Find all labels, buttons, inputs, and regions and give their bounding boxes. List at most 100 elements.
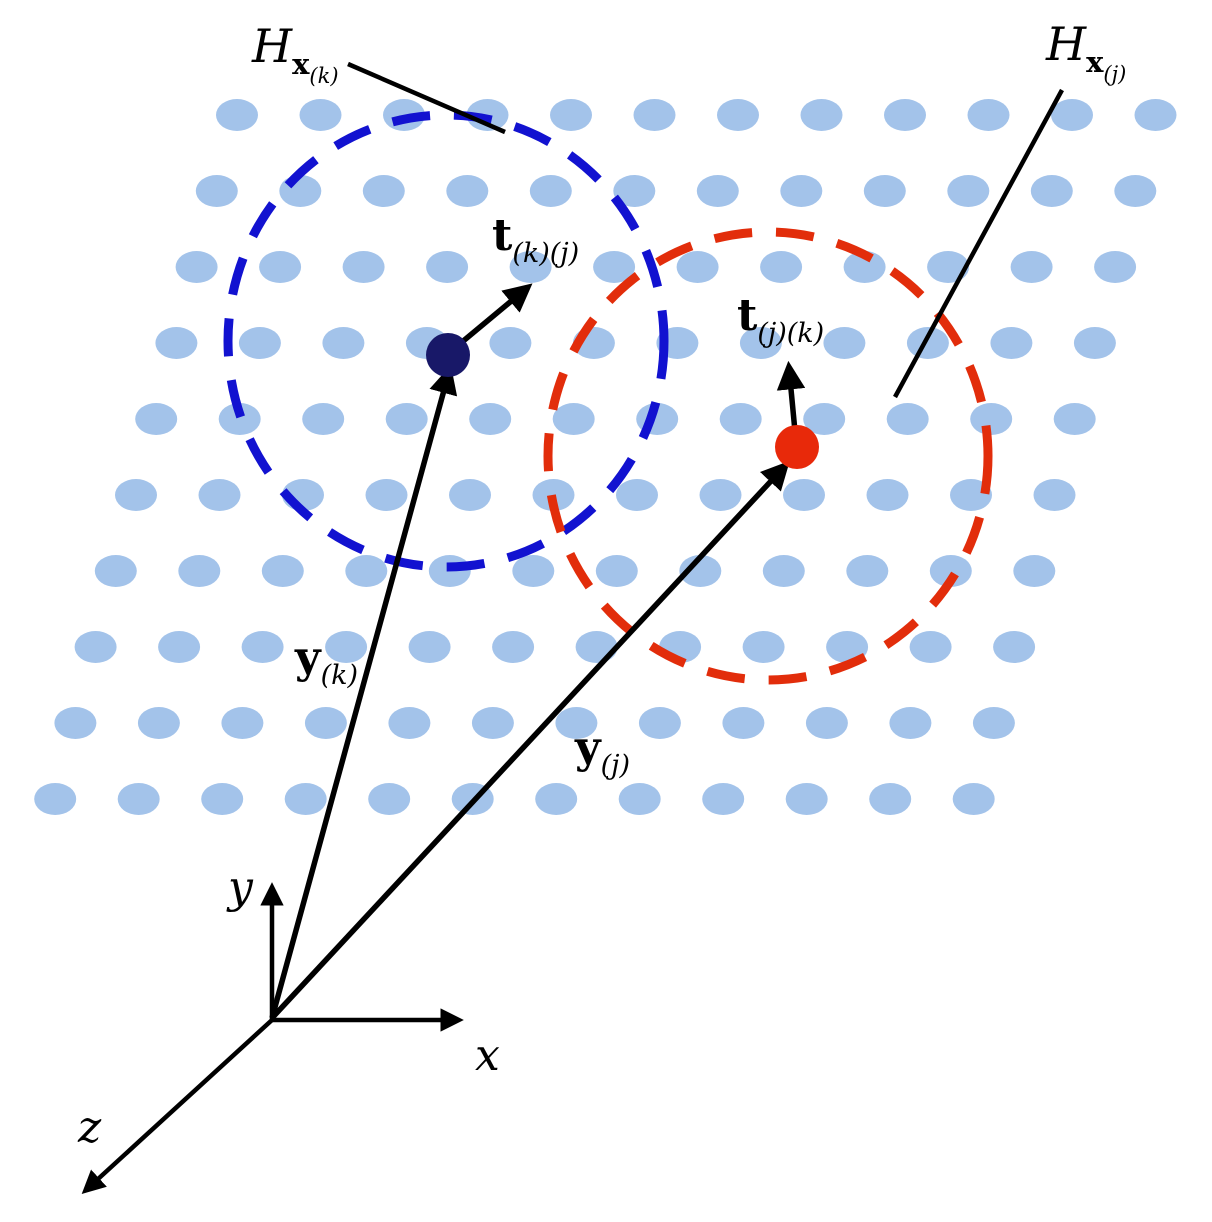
lattice-dot bbox=[699, 479, 742, 511]
lattice-dot bbox=[552, 403, 595, 435]
lattice-dot bbox=[593, 251, 636, 283]
lattice-dot bbox=[158, 631, 201, 663]
lattice-dot bbox=[803, 403, 846, 435]
lattice-dot bbox=[909, 631, 952, 663]
lattice-dot bbox=[345, 555, 388, 587]
label-subsub: (k) bbox=[309, 64, 338, 88]
lattice-dot bbox=[679, 555, 722, 587]
lattice-dot bbox=[970, 403, 1013, 435]
lattice-dot bbox=[175, 251, 218, 283]
lattice-dot bbox=[739, 327, 782, 359]
lattice-dot bbox=[201, 783, 244, 815]
lattice-dot bbox=[722, 707, 765, 739]
lattice-dot bbox=[388, 707, 431, 739]
lattice-dot bbox=[1013, 555, 1056, 587]
lattice-dot bbox=[742, 631, 785, 663]
lattice-dot bbox=[1094, 251, 1137, 283]
lattice-dot bbox=[512, 555, 555, 587]
lattice-dot bbox=[555, 707, 598, 739]
lattice-dot bbox=[299, 99, 342, 131]
label-main: t bbox=[492, 210, 513, 261]
vector-y-j-label: y(j) bbox=[574, 722, 630, 781]
lattice-dot bbox=[446, 175, 489, 207]
lattice-dot bbox=[906, 327, 949, 359]
lattice-dot bbox=[633, 99, 676, 131]
lattice-dot bbox=[529, 175, 572, 207]
lattice-dot bbox=[760, 251, 803, 283]
lattice-dot bbox=[365, 479, 408, 511]
lattice-dot bbox=[863, 175, 906, 207]
lattice-dot bbox=[195, 175, 238, 207]
vector-y-j bbox=[269, 460, 790, 1020]
lattice-dot bbox=[259, 251, 302, 283]
lattice-dot bbox=[889, 707, 932, 739]
lattice-dot bbox=[1053, 403, 1096, 435]
lattice-dot bbox=[342, 251, 385, 283]
lattice-dot bbox=[843, 251, 886, 283]
horizon-j-circle bbox=[543, 227, 993, 685]
lattice-dot bbox=[762, 555, 805, 587]
lattice-dot bbox=[618, 783, 661, 815]
lattice-dot bbox=[241, 631, 284, 663]
lattice-dot bbox=[1073, 327, 1116, 359]
particle-k bbox=[426, 333, 470, 377]
label-main: H bbox=[1045, 17, 1087, 71]
lattice-dot bbox=[509, 251, 552, 283]
lattice-dot bbox=[218, 403, 261, 435]
lattice-dot bbox=[54, 707, 97, 739]
lattice-dot bbox=[385, 403, 428, 435]
lattice-dot bbox=[135, 403, 178, 435]
lattice-dot bbox=[826, 631, 869, 663]
lattice-dot bbox=[426, 251, 469, 283]
label-sub: (k) bbox=[321, 660, 358, 691]
vector-t-kj-label: t(k)(j) bbox=[492, 210, 579, 269]
vector-t-jk-label: t(j)(k) bbox=[737, 290, 824, 349]
lattice-dot bbox=[34, 783, 77, 815]
lattice-dot bbox=[198, 479, 241, 511]
label-sub: (j)(k) bbox=[757, 318, 824, 349]
particle-j bbox=[775, 425, 819, 469]
lattice-dot bbox=[676, 251, 719, 283]
lattice-dot bbox=[947, 175, 990, 207]
lattice-dot bbox=[929, 555, 972, 587]
lattice-dot bbox=[449, 479, 491, 511]
lattice-dot bbox=[368, 783, 411, 815]
lattice-dot bbox=[279, 175, 322, 207]
lattice-dot bbox=[261, 555, 304, 587]
horizon-k-label: Hx(k) bbox=[251, 19, 339, 88]
lattice-dots bbox=[34, 99, 1177, 815]
label-main: y bbox=[294, 632, 322, 683]
lattice-dot bbox=[492, 631, 535, 663]
lattice-dot bbox=[785, 783, 828, 815]
lattice-dot bbox=[550, 99, 592, 131]
axis-x-label: x bbox=[475, 1030, 500, 1081]
vector-y-k bbox=[269, 365, 458, 1019]
lattice-dot bbox=[805, 707, 848, 739]
lattice-dot bbox=[780, 175, 823, 207]
lattice-dot bbox=[322, 327, 365, 359]
lattice-dot bbox=[696, 175, 739, 207]
lattice-dot bbox=[325, 631, 368, 663]
lattice-dot bbox=[362, 175, 405, 207]
lattice-dot bbox=[886, 403, 929, 435]
horizon-j-label: Hx(j) bbox=[1045, 17, 1126, 86]
axis-z bbox=[81, 1018, 274, 1194]
lattice-dot bbox=[575, 631, 618, 663]
lattice-dot bbox=[595, 555, 638, 587]
lattice-dot bbox=[1134, 99, 1177, 131]
label-main: t bbox=[737, 290, 758, 341]
lattice-dot bbox=[638, 707, 681, 739]
lattice-dot bbox=[137, 707, 180, 739]
label-sub: x bbox=[1086, 45, 1104, 79]
axis-z-label: z bbox=[77, 1102, 102, 1153]
lattice-dot bbox=[74, 631, 117, 663]
lattice-dot bbox=[613, 175, 656, 207]
horizon-k-circle bbox=[223, 110, 669, 572]
lattice-dot bbox=[302, 403, 345, 435]
lattice-dot bbox=[1051, 99, 1093, 131]
label-sub: x bbox=[292, 47, 310, 81]
lattice-dot bbox=[783, 479, 825, 511]
label-sub: (j) bbox=[601, 750, 630, 781]
lattice-dot bbox=[216, 99, 258, 131]
